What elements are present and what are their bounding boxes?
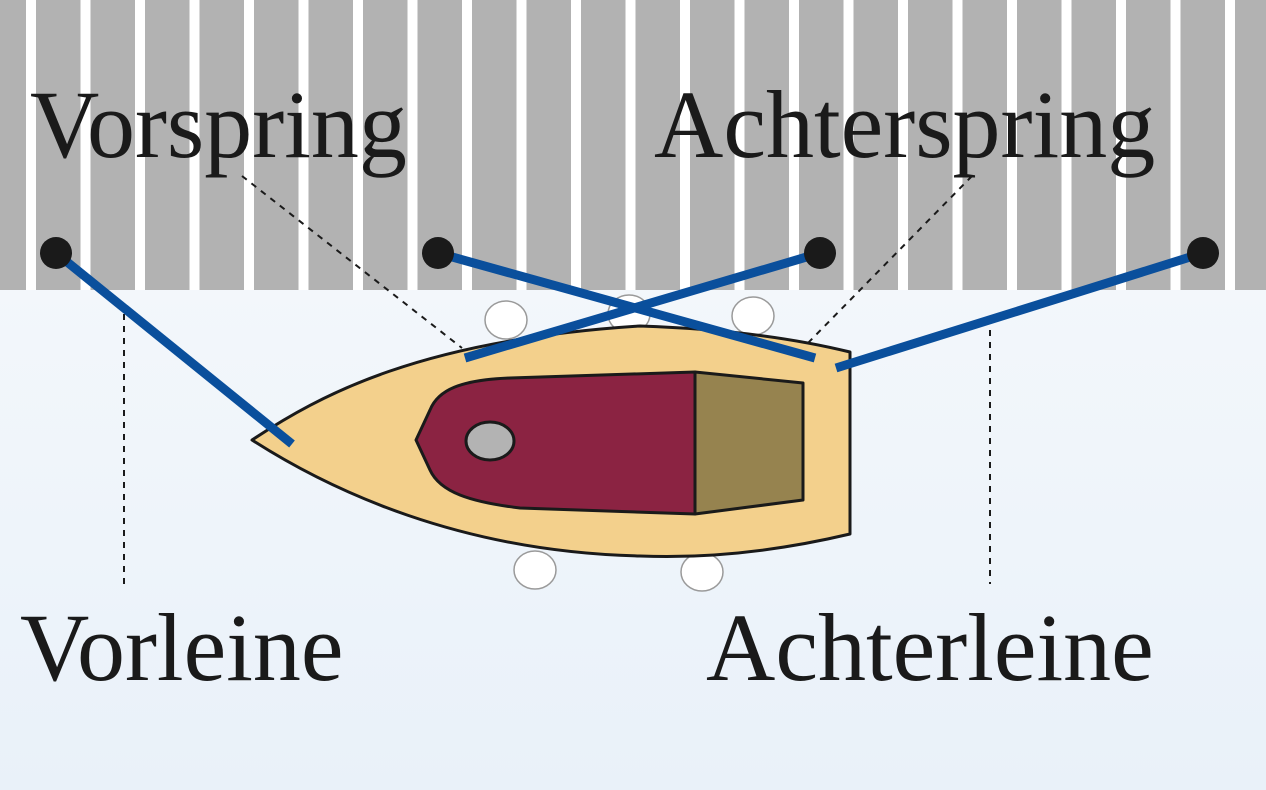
- bow-line: [53, 249, 295, 448]
- pier-plank-gap: [1116, 0, 1126, 290]
- cockpit: [693, 370, 805, 516]
- stern-line: [834, 248, 1205, 373]
- pier-plank-gap: [353, 0, 363, 290]
- mooring-lines: [53, 248, 1205, 448]
- pier-plank-gap: [1225, 0, 1235, 290]
- pier-plank-gap: [898, 0, 908, 290]
- bollard-icon: [1187, 237, 1219, 269]
- label-bow-line: Vorleine: [20, 594, 343, 701]
- pier-plank-gap: [1170, 0, 1181, 290]
- pier-plank-gap: [298, 0, 309, 290]
- cabin: [414, 370, 697, 516]
- leader-stern-spring: [805, 175, 973, 346]
- pier: [0, 0, 1266, 290]
- label-leaders: [123, 175, 991, 584]
- pier-plank-gap: [407, 0, 418, 290]
- label-bow-spring: Vorspring: [30, 71, 407, 178]
- bollards: [40, 237, 1219, 269]
- pier-plank-gap: [571, 0, 581, 290]
- fender-icon: [680, 552, 724, 592]
- pier-plank-gap: [80, 0, 91, 290]
- pier-plank-gap: [244, 0, 254, 290]
- boat: [250, 324, 852, 559]
- pier-plank-gap: [1061, 0, 1072, 290]
- fender-icon: [731, 296, 775, 336]
- pier-plank-gap: [516, 0, 527, 290]
- label-stern-spring: Achterspring: [654, 71, 1155, 178]
- pier-plank-gap: [625, 0, 636, 290]
- bollard-icon: [422, 237, 454, 269]
- leader-bow-spring: [241, 175, 463, 349]
- pier-plank-gap: [189, 0, 200, 290]
- pier-plank-gap: [135, 0, 145, 290]
- pier-plank-gap: [680, 0, 690, 290]
- bollard-icon: [804, 237, 836, 269]
- pier-plank-gap: [462, 0, 472, 290]
- pier-plank-gap: [1007, 0, 1017, 290]
- pier-plank-gap: [26, 0, 36, 290]
- hatch: [464, 420, 516, 462]
- fender-icon: [513, 550, 557, 590]
- bollard-icon: [40, 237, 72, 269]
- label-stern-line: Achterleine: [706, 594, 1154, 701]
- pier-plank-gap: [843, 0, 854, 290]
- pier-plank-gap: [789, 0, 799, 290]
- pier-plank-gap: [734, 0, 745, 290]
- fender-icon: [484, 300, 528, 340]
- pier-plank-gaps: [26, 0, 1235, 290]
- stern-spring: [463, 248, 822, 363]
- pier-plank-gap: [952, 0, 963, 290]
- bow-spring: [436, 248, 817, 363]
